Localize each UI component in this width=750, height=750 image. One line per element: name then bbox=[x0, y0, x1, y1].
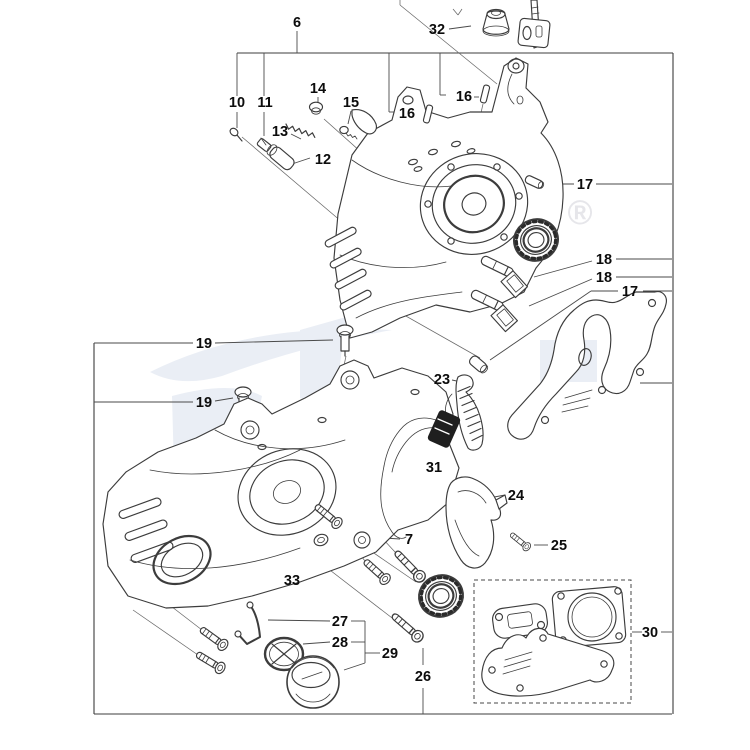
leader-line bbox=[448, 25, 472, 30]
axis-line bbox=[132, 609, 199, 656]
tensioner-screw-parts bbox=[229, 101, 377, 171]
gasket-kit-dashed-box bbox=[473, 579, 632, 704]
axis-line bbox=[452, 8, 459, 16]
dowel-pin-16-left bbox=[422, 104, 434, 124]
leader-line bbox=[489, 290, 592, 361]
callout-28: 28 bbox=[332, 635, 348, 651]
callout-33: 33 bbox=[284, 573, 300, 589]
wiring-harness-31 bbox=[380, 393, 461, 539]
axis-line bbox=[399, 4, 498, 85]
pin-17-top bbox=[524, 175, 545, 189]
leader-line bbox=[291, 157, 311, 165]
leader-line bbox=[267, 619, 331, 622]
callout-18-lower: 18 bbox=[596, 270, 612, 286]
oil-cap-29 bbox=[286, 655, 340, 709]
callout-19-lower: 19 bbox=[196, 395, 212, 411]
callout-25: 25 bbox=[551, 538, 567, 554]
axis-line bbox=[241, 136, 343, 223]
callout-16-right: 16 bbox=[456, 89, 472, 105]
leader-line bbox=[347, 110, 352, 125]
cover-part-24 bbox=[445, 476, 508, 569]
callout-15: 15 bbox=[343, 95, 359, 111]
callout-27: 27 bbox=[332, 614, 348, 630]
leader-line bbox=[290, 133, 302, 140]
leader-line bbox=[214, 397, 234, 402]
callout-17-mid: 17 bbox=[622, 284, 638, 300]
callout-numbers-layer: 6 32 10 11 14 15 13 12 16 16 17 18 18 17 19 19 23 31 24 7 25… bbox=[196, 15, 658, 685]
leader-line bbox=[302, 641, 331, 645]
ratchet-part-23 bbox=[455, 374, 484, 451]
callout-12: 12 bbox=[315, 152, 331, 168]
callout-23: 23 bbox=[434, 372, 450, 388]
leader-line bbox=[533, 260, 593, 278]
dowel-pin-16-right bbox=[479, 84, 491, 104]
callout-18-upper: 18 bbox=[596, 252, 612, 268]
washer-33 bbox=[313, 533, 329, 547]
o-ring-28 bbox=[263, 636, 305, 672]
leader-line bbox=[528, 278, 593, 307]
tensioner-guide-part bbox=[517, 0, 551, 49]
crankcase-gasket bbox=[507, 291, 667, 440]
callout-10: 10 bbox=[229, 95, 245, 111]
callout-30: 30 bbox=[642, 625, 658, 641]
callout-26: 26 bbox=[415, 669, 431, 685]
callout-7: 7 bbox=[405, 532, 413, 548]
retainer-wire-27 bbox=[234, 601, 261, 645]
screw-25 bbox=[507, 530, 533, 553]
artwork-layer bbox=[102, 0, 667, 709]
leader-line bbox=[343, 662, 366, 671]
screw-19-first bbox=[336, 324, 354, 357]
callout-31: 31 bbox=[426, 460, 442, 476]
callout-13: 13 bbox=[272, 124, 288, 140]
callout-17-top: 17 bbox=[577, 177, 593, 193]
axis-line bbox=[457, 8, 463, 16]
callout-11: 11 bbox=[257, 95, 272, 111]
plug-part-32 bbox=[482, 8, 510, 37]
leader-line bbox=[214, 339, 334, 344]
screw-26 bbox=[388, 609, 427, 645]
callout-14: 14 bbox=[310, 81, 326, 97]
crankcase-lower-half bbox=[102, 359, 460, 609]
crankcase-upper-half bbox=[324, 57, 564, 339]
callout-24: 24 bbox=[508, 488, 524, 504]
registered-trademark-watermark: ® bbox=[567, 194, 592, 232]
gasket-kit-30 bbox=[481, 586, 627, 697]
roller-pin-17 bbox=[468, 355, 489, 374]
callout-32: 32 bbox=[429, 22, 445, 38]
callout-29: 29 bbox=[382, 646, 398, 662]
callout-6: 6 bbox=[293, 15, 301, 31]
leader-lines-layer bbox=[93, 0, 674, 715]
callout-16-left: 16 bbox=[399, 106, 415, 122]
callout-19-upper: 19 bbox=[196, 336, 212, 352]
